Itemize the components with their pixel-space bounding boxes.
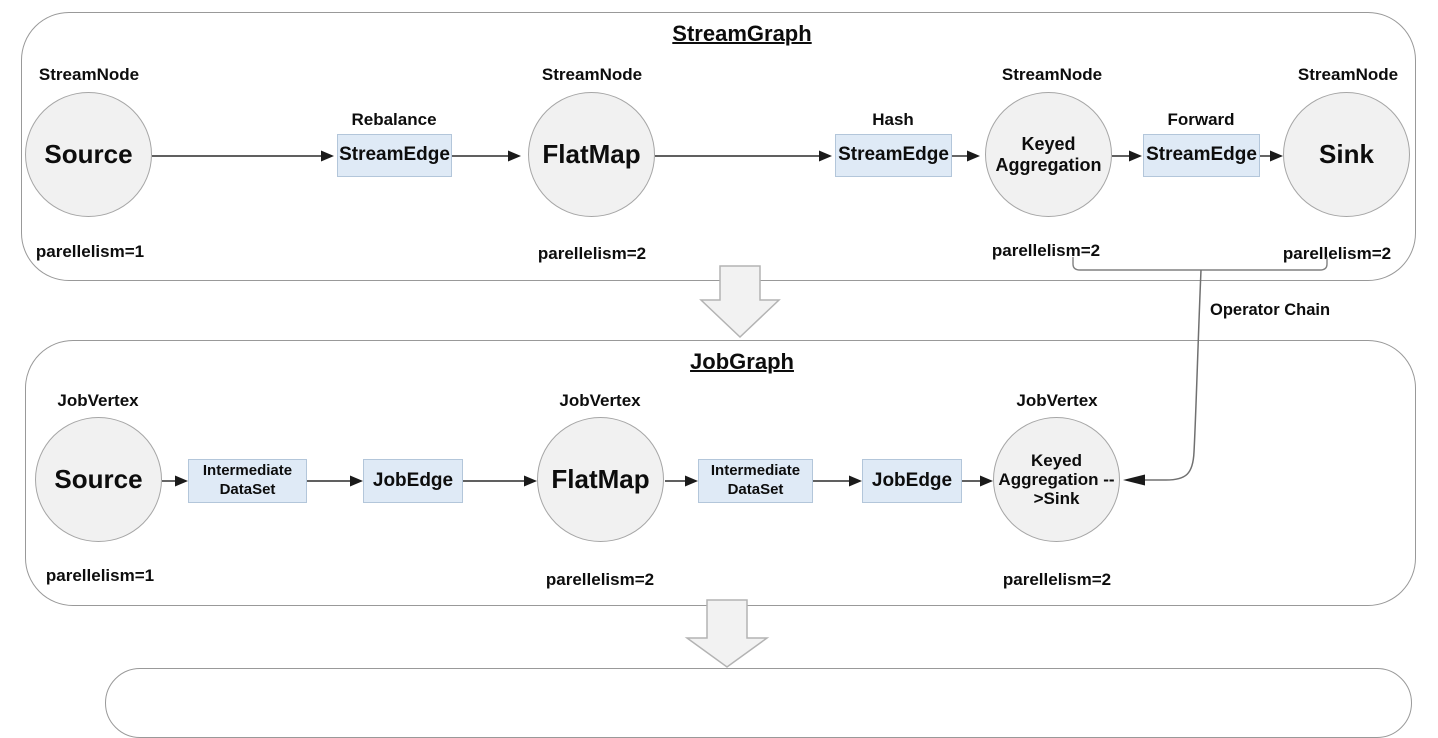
job-vertex-source: Source [35,417,162,542]
down-arrow-icon [684,599,770,668]
parallelism-label: parellelism=2 [1282,244,1392,263]
parallelism-label: parellelism=2 [545,570,655,589]
stream-edge-label: StreamEdge [1146,144,1257,166]
stream-node-flatmap-name: FlatMap [542,138,641,169]
streamnode-label: StreamNode [1297,65,1399,84]
stream-edge-hash: StreamEdge [835,134,952,177]
stream-node-flatmap: FlatMap [528,92,655,217]
stream-node-sink-name: Sink [1319,138,1374,169]
intermediate-dataset-label: Intermediate DataSet [202,462,293,498]
parallelism-label: parellelism=1 [35,242,145,261]
operator-chain-label: Operator Chain [1210,301,1331,319]
streamnode-label: StreamNode [541,65,643,84]
job-vertex-keyed-aggregation-sink-name: Keyed Aggregation -->Sink [998,450,1115,509]
partition-strategy-label: Hash [872,110,914,129]
job-edge-box: JobEdge [862,459,962,503]
stream-node-keyed-aggregation: Keyed Aggregation [985,92,1112,217]
partition-strategy-label: Rebalance [351,110,437,129]
streamgraph-title: StreamGraph [672,21,812,46]
stream-edge-forward: StreamEdge [1143,134,1260,177]
jobvertex-label: JobVertex [1016,391,1098,410]
job-edge-box: JobEdge [363,459,463,503]
jobvertex-label: JobVertex [57,391,139,410]
stream-edge-label: StreamEdge [838,144,949,166]
intermediate-dataset-label: Intermediate DataSet [710,462,801,498]
partition-strategy-label: Forward [1167,110,1235,129]
streamnode-label: StreamNode [38,65,140,84]
streamnode-label: StreamNode [1001,65,1103,84]
job-vertex-keyed-aggregation-sink: Keyed Aggregation -->Sink [993,417,1120,542]
flink-graph-transformation-diagram: StreamGraph StreamNode StreamNode Stream… [21,12,1416,738]
job-edge-label: JobEdge [871,469,953,491]
parallelism-label: parellelism=2 [991,241,1101,260]
jobvertex-label: JobVertex [559,391,641,410]
next-graph-container-partial [105,668,1412,738]
parallelism-label: parellelism=1 [45,566,155,585]
parallelism-label: parellelism=2 [537,244,647,263]
intermediate-dataset-box: Intermediate DataSet [698,459,813,503]
stream-edge-label: StreamEdge [339,144,450,166]
parallelism-label: parellelism=2 [1002,570,1112,589]
job-vertex-flatmap-name: FlatMap [551,463,650,494]
job-vertex-source-name: Source [54,463,143,494]
stream-node-keyed-aggregation-name: Keyed Aggregation [995,134,1102,175]
intermediate-dataset-box: Intermediate DataSet [188,459,307,503]
stream-node-source: Source [25,92,152,217]
stream-node-sink: Sink [1283,92,1410,217]
jobgraph-title: JobGraph [690,349,794,374]
stream-edge-rebalance: StreamEdge [337,134,452,177]
job-edge-label: JobEdge [372,469,454,491]
job-vertex-flatmap: FlatMap [537,417,664,542]
stream-node-source-name: Source [44,138,133,169]
